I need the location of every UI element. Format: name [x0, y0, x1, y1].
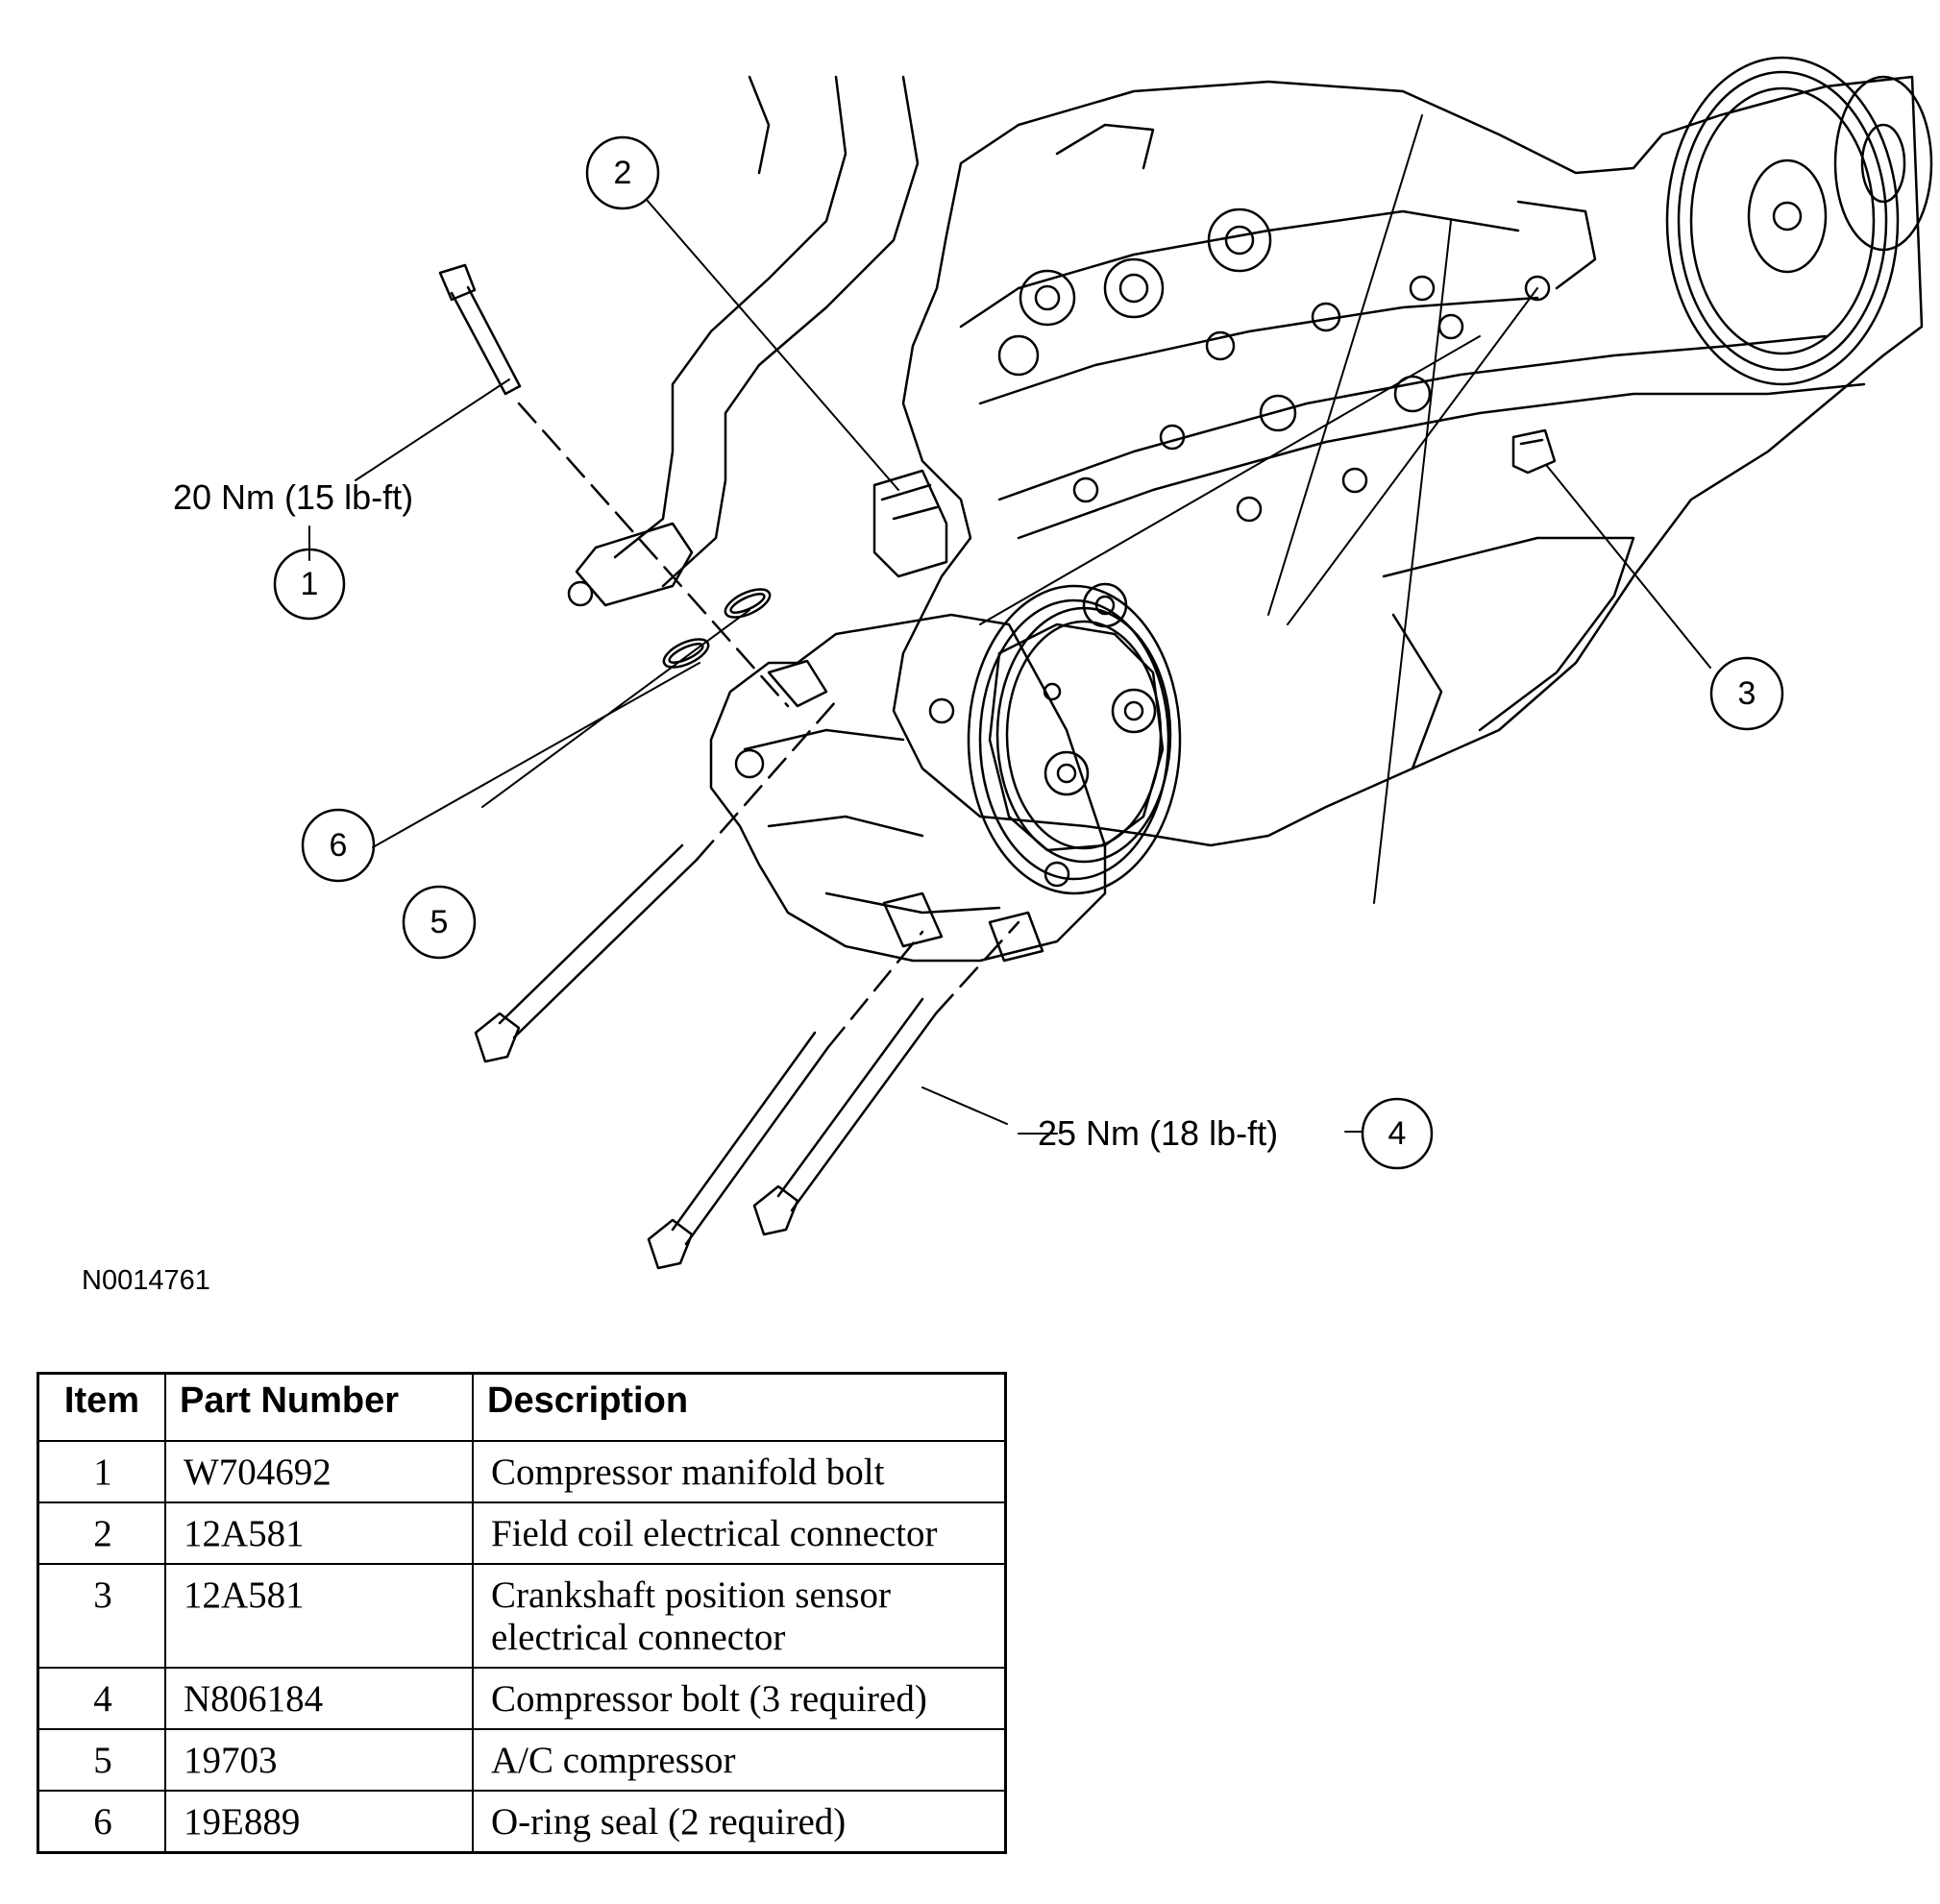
ac-hose-illustration	[567, 75, 920, 607]
table-row: 1 W704692 Compressor manifold bolt	[37, 1440, 1007, 1503]
callout-circle-3	[1709, 656, 1784, 731]
o-ring-seal-illustration	[662, 588, 772, 669]
header-part-number: Part Number	[164, 1372, 474, 1442]
cell-item: 2	[37, 1501, 166, 1565]
table-row: 5 19703 A/C compressor	[37, 1728, 1007, 1792]
manifold-bolt-illustration	[438, 263, 790, 708]
cell-part-number: 12A581	[164, 1563, 474, 1669]
cell-description: Field coil electrical connector	[472, 1501, 1007, 1565]
cell-part-number: 19E889	[164, 1790, 474, 1854]
ac-compressor-illustration	[709, 582, 1182, 963]
crankshaft-pulley-illustration	[1665, 56, 1933, 386]
figure-reference-code: N0014761	[82, 1265, 210, 1292]
cell-description: Compressor manifold bolt	[472, 1440, 1007, 1503]
callout-number-5: 5	[430, 904, 449, 940]
cell-description: Crankshaft position sensor electrical co…	[472, 1563, 1007, 1669]
engine-block-illustration	[892, 75, 1924, 847]
cell-item: 4	[37, 1667, 166, 1730]
torque-label-item-4: 25 Nm (18 lb-ft)	[1038, 1113, 1278, 1153]
cell-item: 1	[37, 1440, 166, 1503]
exploded-view-diagram: 1 2 3 4 5 6 20 Nm (15 lb-ft) 25 Nm (18 l…	[82, 56, 1933, 1292]
table-row: 2 12A581 Field coil electrical connector	[37, 1501, 1007, 1565]
crankshaft-sensor-connector-illustration	[1511, 428, 1557, 475]
field-coil-connector-illustration	[872, 469, 948, 578]
callout-circle-2	[585, 135, 660, 210]
callout-circle-6	[301, 808, 376, 883]
cell-part-number: N806184	[164, 1667, 474, 1730]
cell-description: Compressor bolt (3 required)	[472, 1667, 1007, 1730]
callout-number-1: 1	[301, 566, 319, 602]
cell-part-number: W704692	[164, 1440, 474, 1503]
cell-description: A/C compressor	[472, 1728, 1007, 1792]
cell-item: 5	[37, 1728, 166, 1792]
cell-description: O-ring seal (2 required)	[472, 1790, 1007, 1854]
header-item: Item	[37, 1372, 166, 1442]
cell-item: 6	[37, 1790, 166, 1854]
compressor-bolt-illustration	[474, 699, 1020, 1270]
callout-number-6: 6	[330, 827, 348, 864]
callout-circle-5	[402, 885, 477, 960]
cell-part-number: 12A581	[164, 1501, 474, 1565]
table-row: 3 12A581 Crankshaft position sensor elec…	[37, 1563, 1007, 1669]
table-row: 6 19E889 O-ring seal (2 required)	[37, 1790, 1007, 1854]
parts-table: Item Part Number Description 1 W704692 C…	[37, 1372, 1007, 1854]
cell-item: 3	[37, 1563, 166, 1669]
callout-number-4: 4	[1388, 1115, 1407, 1152]
callout-circle-1	[273, 548, 346, 621]
callout-number-3: 3	[1738, 675, 1756, 712]
table-row: 4 N806184 Compressor bolt (3 required)	[37, 1667, 1007, 1730]
callout-circle-4	[1361, 1097, 1434, 1170]
leader-lines	[308, 114, 1711, 1135]
table-header-row: Item Part Number Description	[37, 1372, 1007, 1442]
cell-part-number: 19703	[164, 1728, 474, 1792]
header-description: Description	[472, 1372, 1007, 1442]
torque-label-item-1: 20 Nm (15 lb-ft)	[173, 477, 413, 517]
callout-number-2: 2	[614, 155, 632, 191]
